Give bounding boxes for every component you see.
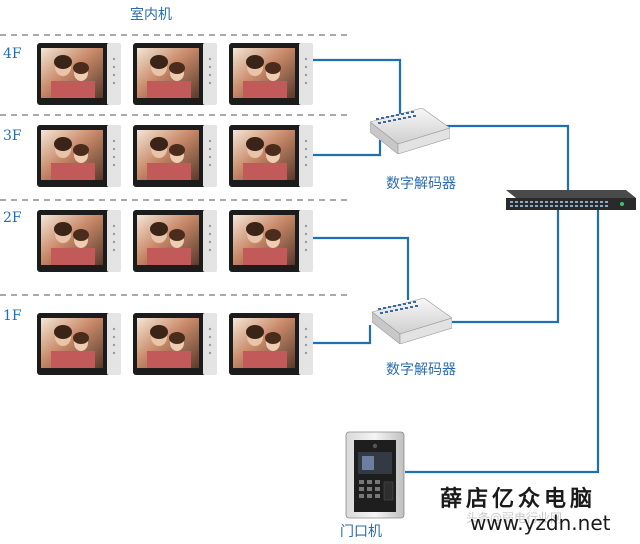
door-station-label: 门口机 (340, 524, 382, 540)
floor-label-1f: 1F (3, 308, 22, 324)
indoor-unit-title: 室内机 (130, 6, 172, 23)
indoor-monitor-icon (37, 125, 121, 187)
digital-decoder-icon (372, 298, 452, 344)
indoor-monitor-icon (229, 125, 313, 187)
digital-decoder-icon (370, 108, 450, 154)
indoor-monitor-icon (229, 313, 313, 375)
floor-label-2f: 2F (3, 210, 22, 226)
indoor-monitor-icon (133, 210, 217, 272)
indoor-monitor-icon (229, 43, 313, 105)
decoder-label-bottom: 数字解码器 (386, 362, 456, 378)
indoor-monitor-icon (37, 43, 121, 105)
watermark-faint-text: 头条@弱电行业网 (466, 511, 562, 525)
cable-lines (313, 58, 600, 474)
network-switch-icon (506, 190, 636, 210)
indoor-monitor-icon (133, 125, 217, 187)
indoor-monitor-icon (229, 210, 313, 272)
watermark-brand: 薛店亿众电脑 (440, 486, 596, 512)
indoor-monitor-icon (133, 313, 217, 375)
indoor-monitor-icon (37, 313, 121, 375)
watermark-url: www.yzdn.net (470, 511, 611, 535)
floor-label-4f: 4F (3, 46, 22, 62)
door-station-icon (345, 431, 405, 519)
indoor-monitor-icon (37, 210, 121, 272)
floor-separators (0, 34, 352, 296)
indoor-monitor-icon (133, 43, 217, 105)
floor-label-3f: 3F (3, 128, 22, 144)
decoder-label-top: 数字解码器 (386, 176, 456, 192)
